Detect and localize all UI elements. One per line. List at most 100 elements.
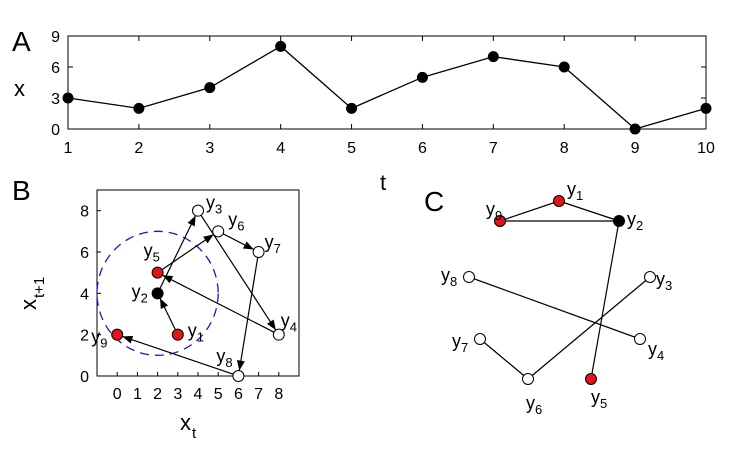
panel-b-label-sub: 3 xyxy=(215,202,222,217)
panel-a-ylabel: x xyxy=(14,76,25,101)
panel-b-label-sub: 8 xyxy=(225,355,232,370)
panel-c-label-y3: y3 xyxy=(656,269,672,293)
panel-b-point-y2 xyxy=(151,287,164,300)
panel-c-edge-y9-y1 xyxy=(499,200,560,222)
panel-c-label-main: y xyxy=(526,393,535,413)
panel-c-label-sub: 2 xyxy=(636,218,643,233)
panel-b-label-sub: 6 xyxy=(237,218,244,233)
panel-c-label-main: y xyxy=(656,269,665,289)
panel-b-label-main: y xyxy=(188,321,197,341)
panel-b-label-y9: y9 xyxy=(91,327,107,351)
panel-b-label-main: y xyxy=(132,281,141,301)
panel-b-label-y1: y1 xyxy=(188,321,204,345)
panel-b-xlabel-sub: t xyxy=(192,425,197,442)
panel-label-c: C xyxy=(424,186,444,217)
panel-c-label-main: y xyxy=(441,265,450,285)
panel-a-data-point xyxy=(62,92,74,104)
panel-a-xtick-label: 7 xyxy=(489,140,498,157)
panel-a-xtick-label: 4 xyxy=(276,140,285,157)
panel-b-xtick-label: 0 xyxy=(113,386,122,403)
panel-b-label-sub: 5 xyxy=(153,250,160,265)
panel-b-dashed-circle xyxy=(96,230,219,356)
panel-c-label-main: y xyxy=(591,387,600,407)
panel-c-label-sub: 3 xyxy=(665,278,672,293)
panel-c-label-y6: y6 xyxy=(526,393,542,417)
panel-a-data-point xyxy=(558,61,570,73)
panel-a-xtick-label: 8 xyxy=(560,140,569,157)
panel-b-point-y4 xyxy=(272,328,285,341)
panel-c-node-y3 xyxy=(644,271,656,283)
panel-b-label-main: y xyxy=(216,346,225,366)
panel-b-xtick-label: 3 xyxy=(173,386,182,403)
panel-b-xtick-label: 4 xyxy=(194,386,203,403)
panel-b-arrowhead xyxy=(242,241,254,250)
panel-b-arrow-line xyxy=(162,274,275,333)
panel-a-xtick-label: 6 xyxy=(418,140,427,157)
panel-b-arrowhead xyxy=(266,319,276,331)
panel-c-label-y4: y4 xyxy=(648,339,664,363)
panel-b-frame xyxy=(96,189,300,377)
panel-b-point-y7 xyxy=(252,246,265,258)
panel-b-xtick-label: 5 xyxy=(214,386,223,403)
panel-a-data-point xyxy=(204,82,216,94)
panel-b-ylabel: xt+1 xyxy=(16,277,48,310)
panel-a-series-line xyxy=(67,45,707,130)
panel-b-ylabel-sub: t+1 xyxy=(31,277,48,298)
panel-b-arrowhead xyxy=(162,275,174,284)
panel-c-node-y6 xyxy=(522,373,534,385)
panel-c-label-main: y xyxy=(627,209,636,229)
panel-a-data-point xyxy=(416,71,428,83)
panel-c-edge-y8-y4 xyxy=(468,276,641,340)
panel-a-xtick-label: 2 xyxy=(134,140,143,157)
panel-b-label-y2: y2 xyxy=(132,281,148,305)
panel-c-node-y5 xyxy=(585,373,597,385)
panel-b-xlabel: xt xyxy=(180,410,197,442)
panel-label-a: A xyxy=(12,26,31,57)
panel-b-label-y6: y6 xyxy=(228,209,244,233)
panel-b-label-main: y xyxy=(265,232,274,252)
panel-b-label-main: y xyxy=(144,241,153,261)
panel-b-label-sub: 7 xyxy=(274,241,281,256)
panel-b-arrowhead xyxy=(122,335,134,344)
panel-b-ytick-label: 2 xyxy=(80,328,89,345)
panel-b-arrowhead xyxy=(236,360,245,371)
panel-a-ytick-label: 0 xyxy=(51,122,60,139)
panel-b-point-y5 xyxy=(151,266,164,279)
panel-c-edge-y6-y3 xyxy=(527,276,651,380)
panel-c-label-sub: 4 xyxy=(657,348,664,363)
panel-b-label-main: y xyxy=(281,311,290,331)
panel-b-point-y8 xyxy=(232,370,245,382)
panel-c-label-main: y xyxy=(486,199,495,219)
panel-a-xlabel: t xyxy=(380,170,386,195)
panel-c-label-main: y xyxy=(567,179,576,199)
panel-a-xtick-label: 1 xyxy=(64,140,73,157)
panel-c-label-y9: y9 xyxy=(486,199,502,223)
panel-a-ytick-label: 3 xyxy=(51,91,60,108)
panel-b-point-y3 xyxy=(192,204,204,217)
panel-b-ytick-label: 6 xyxy=(80,245,89,262)
panel-c-edge-y1-y2 xyxy=(558,200,620,222)
panel-b-arrow-line xyxy=(122,335,234,375)
panel-b-label-y5: y5 xyxy=(144,241,160,265)
panel-b-ylabel-main: x xyxy=(16,299,41,310)
panel-b-point-y9 xyxy=(111,328,124,341)
panel-b-arrow-line xyxy=(161,233,214,271)
panel-b-arrowhead xyxy=(160,298,168,310)
panel-b-ytick-label: 8 xyxy=(80,204,89,221)
panel-b-label-y4: y4 xyxy=(281,311,297,335)
panel-c-label-main: y xyxy=(648,339,657,359)
panel-b-ytick-label: 4 xyxy=(80,286,89,303)
panel-c-edge-y2-y5 xyxy=(590,220,620,380)
panel-a-ytick-label: 6 xyxy=(51,60,60,77)
panel-b-arrowhead xyxy=(187,215,196,227)
panel-c-node-y8 xyxy=(463,271,475,283)
panel-b-xlabel-main: x xyxy=(180,410,191,435)
panel-a-xtick-label: 5 xyxy=(347,140,356,157)
panel-c-label-y5: y5 xyxy=(591,387,607,411)
panel-label-b: B xyxy=(12,175,31,206)
panel-c-label-y2: y2 xyxy=(627,209,643,233)
panel-b-point-y6 xyxy=(212,225,225,238)
panel-b-arrow-line xyxy=(238,257,259,371)
